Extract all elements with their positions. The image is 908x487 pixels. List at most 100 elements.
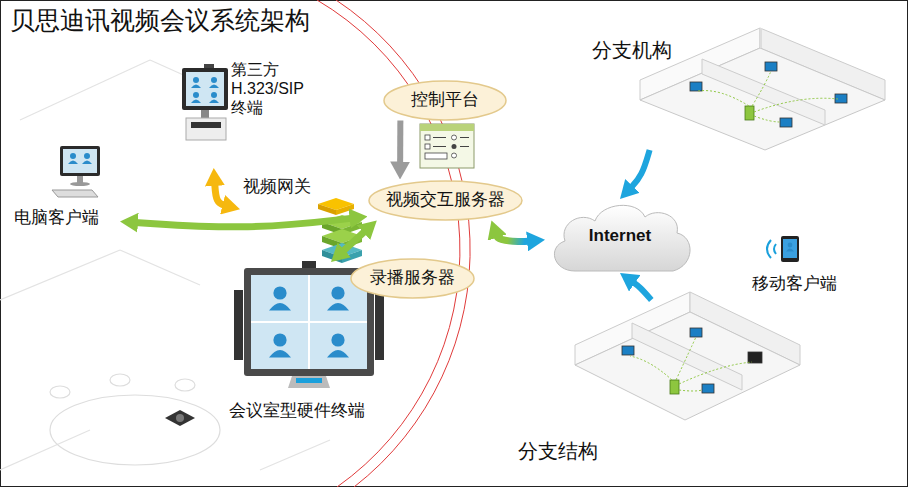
- control-window: [425, 144, 430, 149]
- connector-arrow: [342, 231, 366, 252]
- computer-icon: [63, 149, 97, 173]
- conference-screen: [327, 286, 349, 310]
- speakerphone: [165, 410, 195, 426]
- third-party-terminal: [182, 64, 228, 140]
- oval-outline: [384, 81, 506, 120]
- recorder-oval: 录播服务器: [350, 258, 475, 299]
- cloud-outline: [554, 205, 690, 271]
- tablet-icon: [767, 236, 799, 262]
- node-label: 会议室型硬件终端: [229, 401, 365, 421]
- control-window: [433, 146, 446, 147]
- branch-node: 分支机构: [590, 36, 888, 150]
- tablet-icon: [774, 244, 776, 254]
- connector-arrow: [135, 218, 353, 227]
- text-group: 移动客户端: [752, 274, 837, 294]
- node-label: 控制平台: [411, 90, 479, 110]
- node-label: Internet: [589, 226, 651, 246]
- computer-icon: [82, 153, 92, 164]
- third-party-terminal: [209, 77, 219, 88]
- text-group: 分支机构: [592, 38, 672, 62]
- node-label: 视频交互服务器: [386, 190, 505, 210]
- branch-office-top: [640, 28, 885, 150]
- third-party-terminal: [209, 92, 219, 103]
- connector-arrow: [496, 235, 530, 242]
- gateway-box: [318, 198, 354, 215]
- control-window: [420, 124, 474, 168]
- third-party-terminal: [191, 122, 221, 128]
- connector-arrow: [215, 183, 226, 205]
- gateway-box: [336, 204, 354, 215]
- office-outline: [20, 60, 150, 120]
- office-outline: [0, 430, 90, 470]
- text-group: Internet: [589, 226, 651, 246]
- text-group: 第三方 H.323/SIP 终端: [231, 60, 313, 118]
- meeting-table: [50, 395, 220, 465]
- node-label: 视频网关: [243, 177, 311, 197]
- text-group: 视频交互服务器: [386, 190, 505, 210]
- text-group: 会议室型硬件终端: [229, 401, 365, 421]
- branch-office-bottom: [670, 380, 679, 394]
- conference-screen: [234, 290, 243, 360]
- branch-office-bottom: [622, 346, 634, 355]
- branch-office-top: [760, 28, 762, 48]
- tablet-icon: [786, 243, 794, 252]
- branch-office-top: [640, 48, 885, 150]
- node-label: 电脑客户端: [14, 208, 99, 228]
- branch-office-bottom: [630, 337, 752, 391]
- node-label: 分支机构: [592, 38, 672, 62]
- conference-screen: [288, 376, 330, 388]
- third-party-terminal: [204, 64, 214, 68]
- oval-outline: [369, 181, 522, 220]
- node-label: 分支结构: [518, 439, 598, 463]
- connector-arrow: [397, 121, 403, 165]
- control-window: [452, 135, 457, 140]
- meeting-table: [50, 386, 70, 398]
- control-window: [460, 137, 469, 138]
- terminal-node: 第三方 H.323/SIP 终端: [180, 58, 315, 168]
- office-outline: [260, 440, 330, 470]
- office-outline: [120, 250, 200, 285]
- conference-screen: [251, 275, 367, 369]
- third-party-terminal: [186, 72, 224, 106]
- mobile-client-node: 移动客户端: [738, 232, 850, 296]
- third-party-terminal: [182, 68, 228, 110]
- branch-office-bottom: [575, 292, 800, 420]
- conference-screen: [269, 333, 291, 357]
- conference-screen: [375, 290, 384, 360]
- branch-office-bottom: [690, 328, 702, 337]
- server-stack: [322, 250, 342, 263]
- text-group: 电脑客户端: [14, 208, 99, 228]
- text-group: 分支结构: [518, 439, 598, 463]
- branch-office-top: [702, 59, 825, 125]
- computer-icon: [52, 146, 100, 197]
- branch-node: 分支结构: [515, 300, 805, 466]
- office-outline: [0, 250, 120, 300]
- control-window: [452, 153, 457, 158]
- tablet-icon: [783, 239, 797, 258]
- branch-office-bottom: [748, 352, 762, 363]
- speakerphone: [165, 410, 195, 426]
- text-group: 视频网关: [243, 177, 311, 197]
- third-party-terminal: [191, 92, 201, 103]
- node-label: 移动客户端: [752, 274, 837, 294]
- conference-screen: [327, 333, 349, 357]
- conference-screen: [296, 378, 322, 383]
- computer-icon: [52, 190, 98, 197]
- branch-office-top: [745, 106, 754, 120]
- connector-arrow: [630, 150, 649, 188]
- conference-screen: [302, 261, 316, 268]
- branch-office-top: [765, 62, 777, 71]
- internet-cloud: Internet: [545, 199, 695, 273]
- branch-office-bottom: [575, 312, 800, 420]
- tablet-icon: [767, 240, 771, 258]
- node-label: 第三方 H.323/SIP 终端: [231, 60, 313, 118]
- oval-outline: [351, 259, 474, 298]
- third-party-terminal: [201, 110, 209, 118]
- pc-client-node: 电脑客户端: [10, 144, 120, 232]
- text-group: 控制平台: [411, 90, 479, 110]
- conference-screen: [251, 321, 367, 323]
